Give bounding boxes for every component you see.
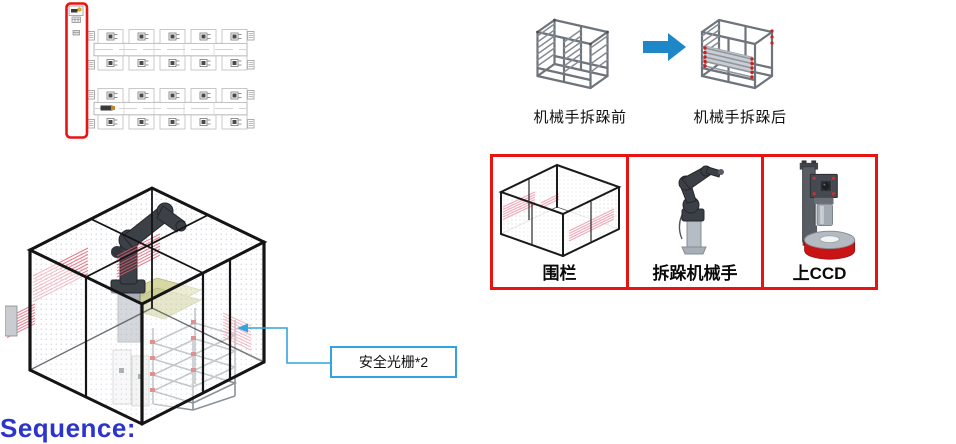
safety-light-curtain-callout: 安全光栅*2 xyxy=(330,346,457,378)
wall-mounted-box xyxy=(4,305,18,337)
ccd-camera-icon xyxy=(799,160,856,260)
floor-plan-graphic xyxy=(65,2,258,139)
fence-cage-icon xyxy=(497,163,622,258)
light-curtain-outside xyxy=(6,303,36,339)
arrow-right-icon xyxy=(643,33,686,61)
callout-leader-line xyxy=(237,323,330,364)
fence-label: 围栏 xyxy=(542,264,577,283)
component-cell-ccd: 上CCD xyxy=(764,157,875,287)
callout-arrowhead xyxy=(237,323,248,333)
robot-cell-graphic xyxy=(4,186,268,426)
robot-arm-icon xyxy=(678,165,724,255)
sequence-heading: Sequence: xyxy=(0,413,136,443)
after-label: 机械手拆跺后 xyxy=(693,109,787,126)
fence-image xyxy=(493,159,626,261)
highlighted-station-icons xyxy=(68,5,84,36)
ccd-image xyxy=(764,159,875,265)
rack-after-graphic xyxy=(700,18,774,90)
production-line-row-2 xyxy=(88,89,254,130)
cage-frame xyxy=(26,186,268,426)
component-panel: 围栏 拆跺机械手 xyxy=(490,154,878,290)
component-cell-fence: 围栏 xyxy=(493,157,629,287)
callout-label: 安全光栅*2 xyxy=(358,354,429,370)
rack-before-graphic xyxy=(536,18,609,90)
robot-image xyxy=(629,159,761,261)
red-highlight-outline xyxy=(65,2,89,139)
before-after-comparison: 机械手拆跺前 机械手拆跺后 xyxy=(515,4,825,129)
robot-cell-3d xyxy=(4,176,305,432)
component-cell-robot: 拆跺机械手 xyxy=(629,157,764,287)
ccd-label: 上CCD xyxy=(792,264,847,283)
robot-label: 拆跺机械手 xyxy=(652,264,738,283)
floor-plan xyxy=(58,0,258,150)
slide-canvas: { "colors": { "highlight_red": "#e81414"… xyxy=(0,0,878,443)
tray-clamps xyxy=(703,29,774,79)
production-line-row-1 xyxy=(88,30,254,71)
before-label: 机械手拆跺前 xyxy=(533,109,627,126)
